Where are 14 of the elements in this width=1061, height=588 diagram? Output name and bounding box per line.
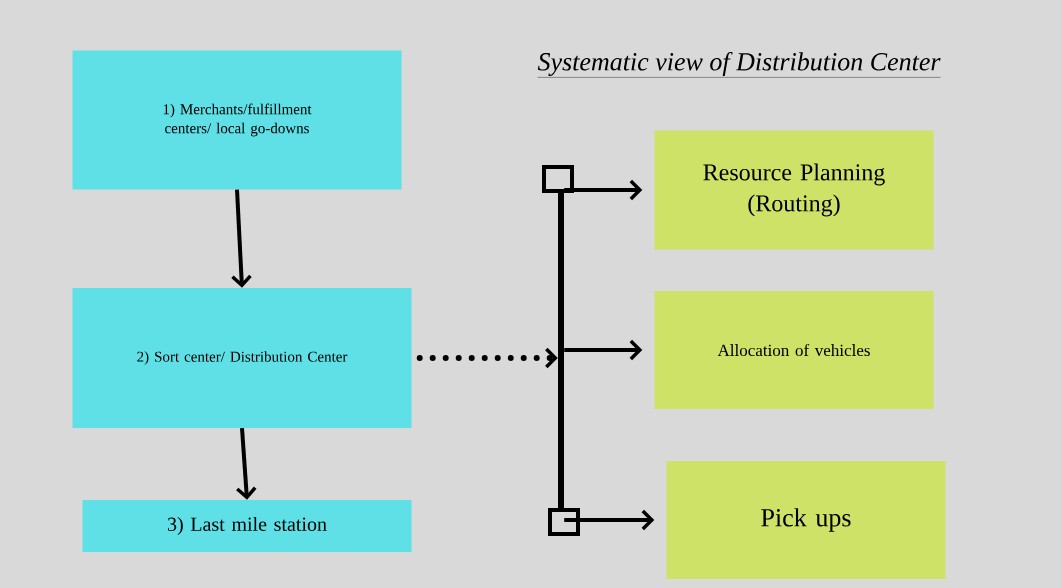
- arrow: [231, 189, 252, 288]
- arrow: [416, 347, 558, 369]
- arrow: [236, 428, 257, 500]
- process-box: 1) Merchants/fulfillment centers/ local go-downs: [72, 50, 402, 190]
- arrow: [564, 339, 643, 361]
- process-box: 2) Sort center/ Distribution Center: [72, 288, 412, 428]
- task-box: Resource Planning (Routing): [654, 130, 934, 250]
- process-box: 3) Last mile station: [82, 500, 412, 552]
- task-box: Pick ups: [666, 461, 946, 579]
- arrow: [564, 179, 643, 201]
- bracket-drawing: [542, 165, 580, 536]
- task-box: Allocation of vehicles: [654, 291, 934, 409]
- arrow: [564, 509, 655, 531]
- title: Systematic view of Distribution Center: [537, 52, 941, 78]
